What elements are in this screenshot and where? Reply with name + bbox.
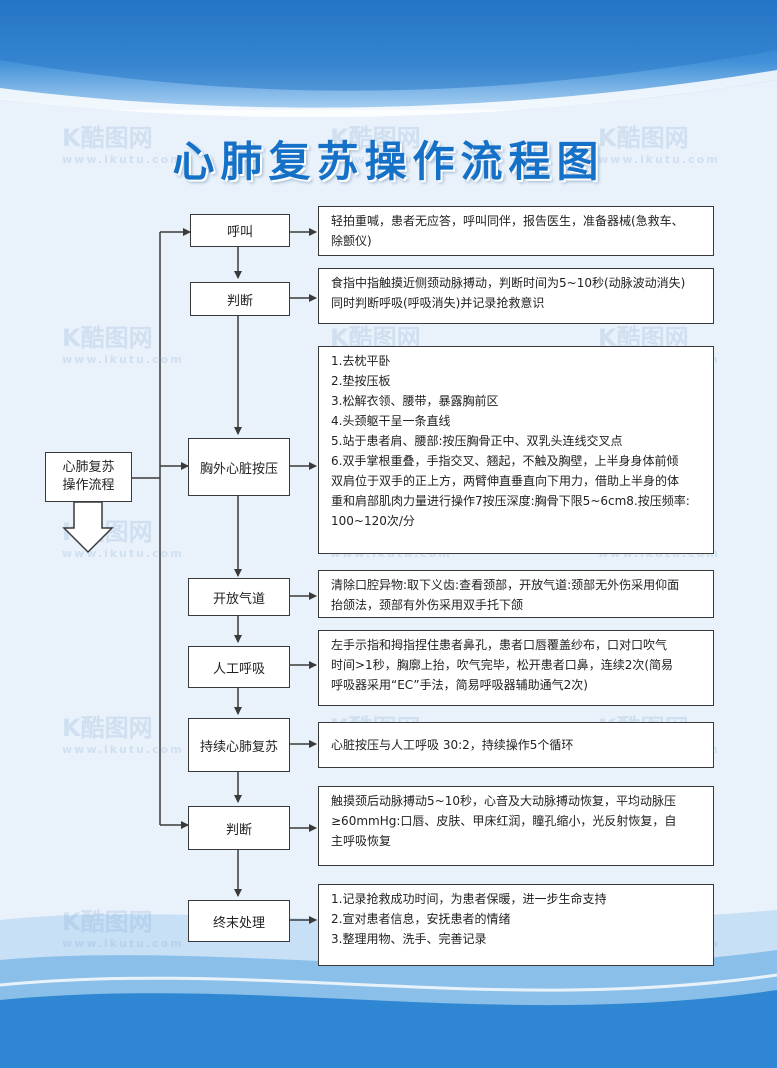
step-node-final-care: 终末处理 (188, 900, 290, 942)
root-node: 心肺复苏 操作流程 (45, 452, 132, 502)
header-wave-decoration (0, 0, 777, 130)
root-label-line1: 心肺复苏 (62, 460, 115, 475)
step-desc-judge-recovery: 触摸颈后动脉搏动5~10秒，心音及大动脉搏动恢复，平均动脉压 ≥60mmHg:口… (318, 786, 714, 866)
step-desc-rescue-breathing: 左手示指和拇指捏住患者鼻孔，患者口唇覆盖纱布，口对口吹气 时间>1秒，胸廓上抬，… (318, 630, 714, 706)
desc-line: ≥60mmHg:口唇、皮肤、甲床红润，瞳孔缩小，光反射恢复，自 (331, 814, 677, 828)
desc-line: 同时判断呼吸(呼吸消失)并记录抢救意识 (331, 296, 545, 310)
desc-line: 心脏按压与人工呼吸 30:2，持续操作5个循环 (331, 738, 574, 752)
step-desc-chest-compression: 1.去枕平卧 2.垫按压板 3.松解衣领、腰带，暴露胸前区 4.头颈躯干呈一条直… (318, 346, 714, 554)
step-node-call: 呼叫 (190, 214, 290, 247)
step-node-rescue-breathing: 人工呼吸 (188, 646, 290, 688)
desc-line: 除颤仪) (331, 234, 372, 248)
desc-line: 1.去枕平卧 (331, 354, 391, 368)
desc-line: 重和肩部肌肉力量进行操作7按压深度:胸骨下限5~6cm8.按压频率: (331, 494, 690, 508)
down-arrow-icon (62, 501, 114, 554)
step-node-judge: 判断 (190, 282, 290, 316)
desc-line: 4.头颈躯干呈一条直线 (331, 414, 451, 428)
step-desc-final-care: 1.记录抢救成功时间，为患者保暖，进一步生命支持 2.宣对患者信息，安抚患者的情… (318, 884, 714, 966)
desc-line: 5.站于患者肩、腰部:按压胸骨正中、双乳头连线交叉点 (331, 434, 623, 448)
desc-line: 食指中指触摸近侧颈动脉搏动，判断时间为5~10秒(动脉波动消失) (331, 276, 686, 290)
page-title: 心肺复苏操作流程图 (172, 137, 605, 186)
desc-line: 双肩位于双手的正上方，两臂伸直垂直向下用力，借助上半身的体 (331, 474, 680, 488)
step-desc-call: 轻拍重喊，患者无应答，呼叫同伴，报告医生，准备器械(急救车、 除颤仪) (318, 206, 714, 256)
desc-line: 3.松解衣领、腰带，暴露胸前区 (331, 394, 499, 408)
step-node-continuous-cpr: 持续心肺复苏 (188, 718, 290, 772)
desc-line: 2.垫按压板 (331, 374, 391, 388)
desc-line: 清除口腔异物:取下义齿:查看颈部，开放气道:颈部无外伤采用仰面 (331, 578, 680, 592)
step-desc-continuous-cpr: 心脏按压与人工呼吸 30:2，持续操作5个循环 (318, 722, 714, 768)
desc-line: 3.整理用物、洗手、完善记录 (331, 932, 487, 946)
desc-line: 抬颌法，颈部有外伤采用双手托下颌 (331, 598, 524, 612)
desc-line: 2.宣对患者信息，安抚患者的情绪 (331, 912, 511, 926)
step-desc-judge: 食指中指触摸近侧颈动脉搏动，判断时间为5~10秒(动脉波动消失) 同时判断呼吸(… (318, 268, 714, 324)
root-label-line2: 操作流程 (62, 478, 115, 493)
desc-line: 轻拍重喊，患者无应答，呼叫同伴，报告医生，准备器械(急救车、 (331, 214, 684, 228)
desc-line: 触摸颈后动脉搏动5~10秒，心音及大动脉搏动恢复，平均动脉压 (331, 794, 676, 808)
desc-line: 主呼吸恢复 (331, 834, 392, 848)
desc-line: 左手示指和拇指捏住患者鼻孔，患者口唇覆盖纱布，口对口吹气 (331, 638, 668, 652)
desc-line: 1.记录抢救成功时间，为患者保暖，进一步生命支持 (331, 892, 607, 906)
desc-line: 时间>1秒，胸廓上抬，吹气完毕，松开患者口鼻，连续2次(简易 (331, 658, 674, 672)
step-node-chest-compression: 胸外心脏按压 (188, 438, 290, 496)
step-desc-open-airway: 清除口腔异物:取下义齿:查看颈部，开放气道:颈部无外伤采用仰面 抬颌法，颈部有外… (318, 570, 714, 618)
desc-line: 6.双手掌根重叠，手指交叉、翘起，不触及胸壁，上半身身体前倾 (331, 454, 679, 468)
desc-line: 100~120次/分 (331, 514, 415, 528)
desc-line: 呼吸器采用“EC”手法，简易呼吸器辅助通气2次) (331, 678, 588, 692)
step-node-judge-recovery: 判断 (188, 806, 290, 850)
step-node-open-airway: 开放气道 (188, 578, 290, 616)
